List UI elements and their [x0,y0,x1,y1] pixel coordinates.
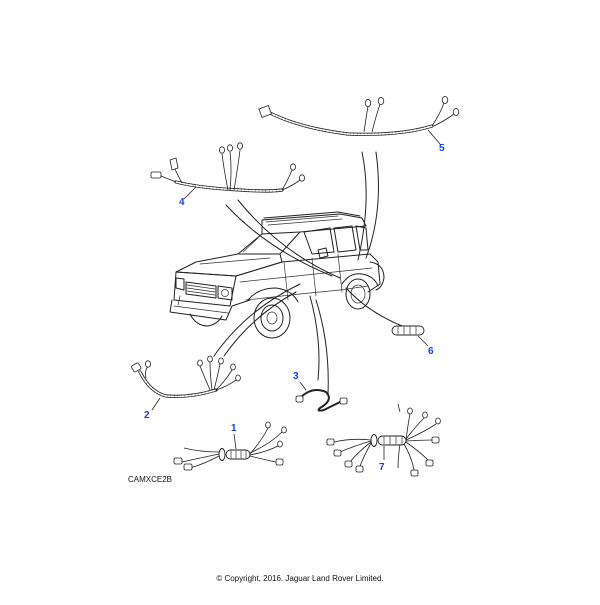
callout-4: 4 [179,197,185,208]
harness-3 [295,381,348,412]
harness-4 [150,142,305,200]
callout-2: 2 [144,410,150,421]
harness-7 [326,403,441,477]
callout-7: 7 [379,462,385,473]
harness-2 [131,355,241,411]
routing-lines [213,151,403,395]
callout-1: 1 [231,423,237,434]
harness-1 [173,421,287,471]
harness-5 [258,96,460,145]
vehicle-illustration [169,211,385,339]
callout-6: 6 [428,346,434,357]
callout-3: 3 [293,371,299,382]
reference-code: CAMXCE2B [128,475,173,484]
copyright-notice: © Copyright, 2016. Jaguar Land Rover Lim… [216,574,384,583]
callout-5: 5 [439,143,445,154]
harness-6 [391,325,429,347]
